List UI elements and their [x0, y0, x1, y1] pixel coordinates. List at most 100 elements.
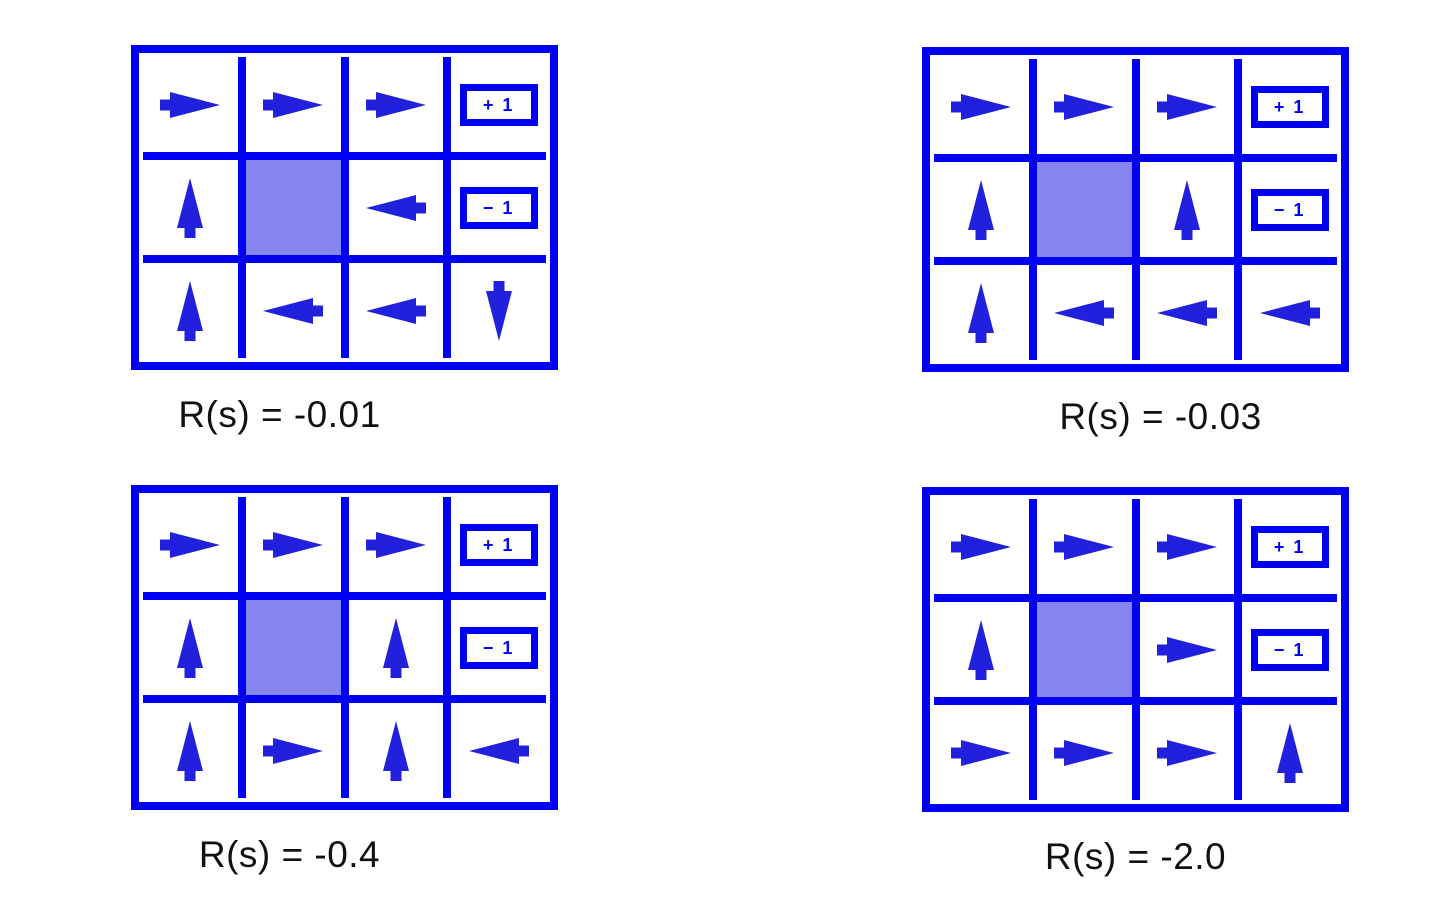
arrow-up-icon — [382, 720, 409, 781]
arrow-up-icon — [177, 720, 204, 781]
arrow-up-icon — [968, 179, 995, 240]
grid-cells: + 1 − 1 — [934, 59, 1337, 360]
arrow-right-icon — [951, 93, 1012, 120]
grid-cell — [245, 263, 341, 358]
arrow-right-icon — [263, 91, 324, 118]
terminal-plus-one: + 1 — [459, 83, 538, 126]
arrow-right-icon — [160, 531, 221, 558]
policy-panel-bottom-right: + 1 − 1 R(s) = -2.0 — [922, 487, 1349, 878]
terminal-plus-one: + 1 — [1250, 525, 1329, 568]
grid-cell: + 1 — [451, 497, 546, 592]
grid-cell — [934, 59, 1029, 154]
grid-cell — [934, 602, 1029, 697]
grid-cell — [348, 703, 444, 798]
grid-cell — [143, 703, 238, 798]
arrow-left-icon — [1054, 299, 1115, 326]
arrow-left-icon — [468, 737, 529, 764]
wall-cell — [1036, 602, 1132, 697]
arrow-right-icon — [1054, 739, 1115, 766]
terminal-plus-one: + 1 — [1250, 85, 1329, 128]
grid-cell — [1139, 602, 1235, 697]
terminal-label: − 1 — [1273, 199, 1306, 220]
arrow-up-icon — [968, 619, 995, 680]
terminal-minus-one: − 1 — [459, 626, 538, 669]
grid-cell — [245, 497, 341, 592]
arrow-up-icon — [382, 617, 409, 678]
arrow-right-icon — [1156, 93, 1217, 120]
grid-cell — [1242, 265, 1337, 360]
terminal-label: + 1 — [1273, 536, 1306, 557]
arrow-right-icon — [365, 91, 426, 118]
terminal-plus-one: + 1 — [459, 523, 538, 566]
arrow-up-icon — [1276, 722, 1303, 783]
grid-cell — [1036, 59, 1132, 154]
terminal-label: + 1 — [1273, 96, 1306, 117]
policy-panel-top-left: + 1 − 1 R(s) = -0.01 — [131, 45, 558, 436]
terminal-minus-one: − 1 — [1250, 628, 1329, 671]
grid-cell — [143, 57, 238, 152]
arrow-up-icon — [177, 177, 204, 238]
reward-label: R(s) = -0.01 — [178, 394, 381, 435]
gridworld: + 1 − 1 — [922, 487, 1349, 812]
terminal-label: + 1 — [482, 534, 515, 555]
arrow-right-icon — [1156, 533, 1217, 560]
arrow-left-icon — [365, 194, 426, 221]
grid-cell — [934, 705, 1029, 800]
grid-cell — [1139, 59, 1235, 154]
grid-cell — [348, 160, 444, 255]
arrow-right-icon — [951, 533, 1012, 560]
grid-cell — [1036, 705, 1132, 800]
grid-cell: − 1 — [1242, 602, 1337, 697]
arrow-right-icon — [1156, 739, 1217, 766]
grid-cell — [451, 263, 546, 358]
grid-cell — [1139, 499, 1235, 594]
terminal-minus-one: − 1 — [459, 186, 538, 229]
grid-cell — [1242, 705, 1337, 800]
arrow-left-icon — [263, 297, 324, 324]
arrow-left-icon — [1156, 299, 1217, 326]
grid-cell — [143, 497, 238, 592]
arrow-up-icon — [177, 280, 204, 341]
grid-cell — [451, 703, 546, 798]
arrow-up-icon — [1173, 179, 1200, 240]
grid-cell — [348, 497, 444, 592]
grid-cells: + 1 − 1 — [143, 497, 546, 798]
arrow-right-icon — [951, 739, 1012, 766]
terminal-label: − 1 — [1273, 639, 1306, 660]
grid-cell — [1139, 162, 1235, 257]
arrow-down-icon — [485, 280, 512, 341]
grid-cell — [143, 600, 238, 695]
terminal-label: − 1 — [482, 197, 515, 218]
grid-cell — [348, 57, 444, 152]
terminal-label: + 1 — [482, 94, 515, 115]
gridworld: + 1 − 1 — [131, 45, 558, 370]
arrow-right-icon — [263, 531, 324, 558]
grid-cell — [143, 263, 238, 358]
arrow-up-icon — [177, 617, 204, 678]
grid-cell — [348, 600, 444, 695]
arrow-right-icon — [1054, 533, 1115, 560]
grid-cell — [1139, 265, 1235, 360]
grid-cell — [1036, 499, 1132, 594]
grid-cell — [934, 499, 1029, 594]
grid-cell: − 1 — [451, 160, 546, 255]
reward-label: R(s) = -0.4 — [198, 834, 381, 875]
grid-cell: + 1 — [451, 57, 546, 152]
policy-panel-top-right: + 1− 1 R(s) = -0.03 — [922, 47, 1349, 438]
arrow-up-icon — [968, 282, 995, 343]
wall-cell — [245, 600, 341, 695]
policy-panel-bottom-left: + 1 − 1 R(s) = -0.4 — [131, 485, 558, 876]
grid-cell — [143, 160, 238, 255]
arrow-left-icon — [365, 297, 426, 324]
reward-label: R(s) = -2.0 — [1044, 836, 1227, 877]
terminal-label: − 1 — [482, 637, 515, 658]
grid-cell — [1036, 265, 1132, 360]
grid-cell — [934, 265, 1029, 360]
gridworld: + 1 − 1 — [131, 485, 558, 810]
grid-cell — [1139, 705, 1235, 800]
grid-cell — [348, 263, 444, 358]
wall-cell — [245, 160, 341, 255]
gridworld: + 1 − 1 — [922, 47, 1349, 372]
arrow-right-icon — [263, 737, 324, 764]
